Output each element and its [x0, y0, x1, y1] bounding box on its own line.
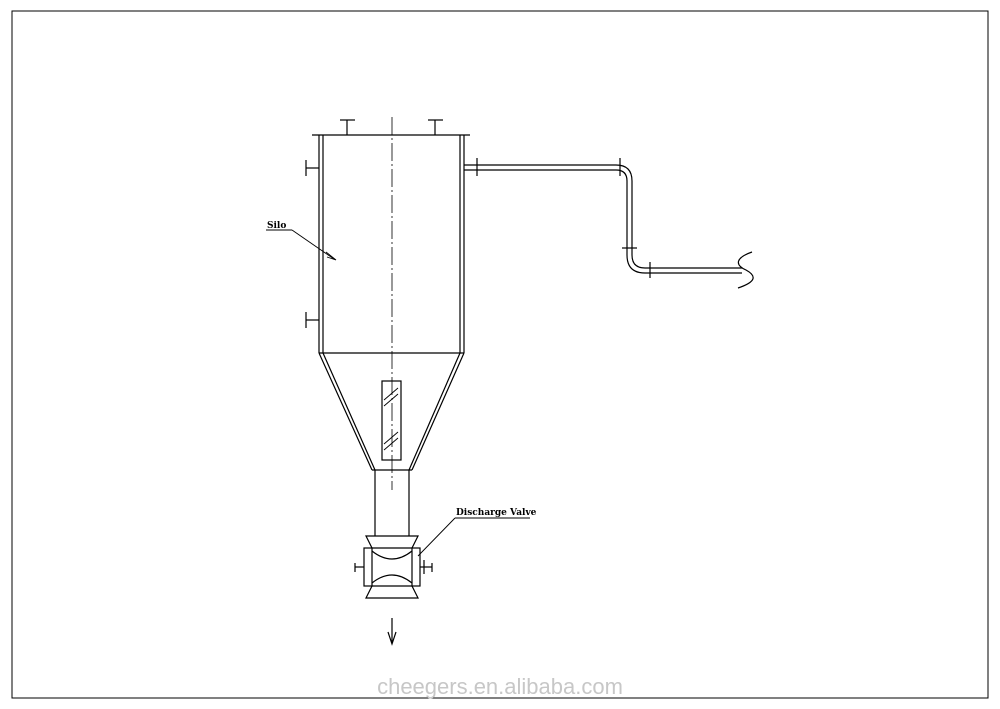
top-nozzles	[340, 119, 443, 135]
silo-cone	[318, 352, 465, 471]
drawing-frame	[11, 10, 989, 699]
silo-label: Silo	[267, 221, 286, 231]
outlet-pipe	[374, 470, 410, 536]
side-nozzles	[305, 160, 319, 328]
silo-leader	[266, 229, 337, 261]
watermark-text: cheegers.en.alibaba.com	[377, 674, 623, 699]
sight-glass	[381, 380, 402, 461]
conveying-pipe	[464, 158, 742, 278]
discharge-arrow	[387, 618, 397, 646]
silo-body	[312, 134, 470, 354]
discharge-valve-label: Discharge Valve	[456, 508, 537, 518]
discharge-valve-leader	[417, 517, 530, 557]
discharge-valve	[354, 535, 433, 599]
pipe-break-symbol	[737, 251, 754, 289]
